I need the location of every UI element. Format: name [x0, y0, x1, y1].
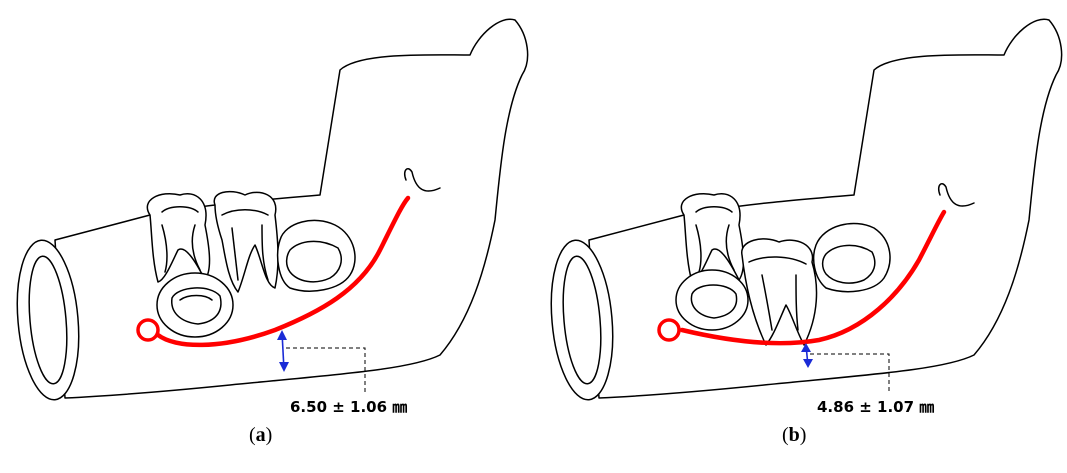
- panel-caption: (b): [782, 424, 806, 447]
- panel-b: 4.86 ± 1.07 ㎜ (b): [534, 0, 1067, 473]
- tooth-molar-3: [278, 220, 355, 291]
- panel-caption: (a): [249, 424, 272, 447]
- tooth-molar-3: [814, 223, 890, 291]
- measurement-label: 6.50 ± 1.06 ㎜: [290, 396, 407, 417]
- mandible-outline: [55, 19, 528, 398]
- panel-label: b: [789, 424, 800, 446]
- panel-label: a: [256, 424, 266, 446]
- mandible-illustration-a: [0, 0, 534, 473]
- mandible-outline: [589, 19, 1062, 398]
- mental-foramen: [138, 320, 158, 340]
- measurement-label: 4.86 ± 1.07 ㎜: [817, 396, 934, 417]
- mandible-illustration-b: [534, 0, 1067, 473]
- panel-a: 6.50 ± 1.06 ㎜ (a): [0, 0, 534, 473]
- mental-foramen: [659, 320, 679, 340]
